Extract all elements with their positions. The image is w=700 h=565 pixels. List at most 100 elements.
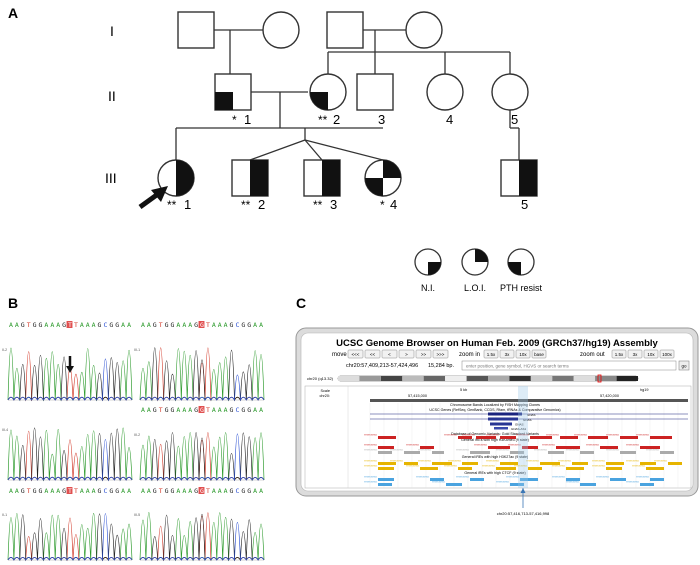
- feature-block[interactable]: [640, 483, 654, 486]
- feature-block[interactable]: [650, 478, 664, 481]
- zoom-in-button[interactable]: [483, 349, 499, 359]
- feature-block[interactable]: [560, 436, 578, 439]
- sequence-base: A: [141, 406, 145, 414]
- feature-block[interactable]: [510, 483, 524, 486]
- individual-ii5-female: [491, 73, 529, 111]
- feature-block[interactable]: [520, 478, 538, 481]
- move-button[interactable]: [364, 349, 381, 359]
- feature-label: EH38E1869845: [482, 466, 495, 468]
- feature-block[interactable]: [458, 436, 472, 439]
- feature-block[interactable]: [540, 462, 560, 465]
- feature-block[interactable]: [430, 478, 444, 481]
- feature-block[interactable]: [510, 451, 524, 454]
- feature-block[interactable]: [404, 451, 420, 454]
- feature-block[interactable]: [488, 446, 510, 449]
- feature-block[interactable]: [500, 436, 516, 439]
- feature-block[interactable]: [620, 436, 638, 439]
- move-button[interactable]: [415, 349, 432, 359]
- feature-block[interactable]: [606, 462, 624, 465]
- feature-block[interactable]: [378, 483, 392, 486]
- feature-block[interactable]: [522, 446, 538, 449]
- move-button[interactable]: [398, 349, 415, 359]
- feature-block[interactable]: [588, 436, 608, 439]
- feature-block[interactable]: [404, 462, 418, 465]
- zoom-in-button[interactable]: [531, 349, 547, 359]
- gene-models[interactable]: GNAS GNAS GNAS GNAS-AS1: [370, 412, 688, 432]
- individual-iii3-male: [303, 159, 341, 197]
- feature-block[interactable]: [432, 451, 444, 454]
- feature-block[interactable]: [610, 478, 626, 481]
- feature-block[interactable]: [580, 483, 596, 486]
- feature-block[interactable]: [646, 467, 664, 470]
- track-title-genes: UCSC Genes (RefSeq, GenBank, CCDS, Rfam,…: [429, 408, 560, 412]
- sequence-base: T: [206, 406, 210, 414]
- go-button[interactable]: [678, 360, 690, 371]
- feature-label: EH38E1869845: [542, 445, 555, 447]
- feature-label: EH38E1869845: [364, 477, 377, 479]
- feature-block[interactable]: [668, 462, 682, 465]
- feature-block[interactable]: [528, 467, 542, 470]
- feature-block[interactable]: [420, 467, 438, 470]
- gene-label-2: GNAS: [523, 418, 532, 422]
- feature-block[interactable]: [378, 467, 394, 470]
- feature-block[interactable]: [650, 436, 672, 439]
- feature-block[interactable]: [496, 467, 516, 470]
- feature-label: EH38E1869845: [636, 477, 649, 479]
- feature-block[interactable]: [572, 462, 588, 465]
- feature-block[interactable]: [378, 436, 396, 439]
- sequence-base: T: [206, 321, 210, 329]
- feature-block[interactable]: [548, 451, 564, 454]
- feature-block[interactable]: [580, 451, 594, 454]
- feature-block[interactable]: [640, 462, 656, 465]
- feature-block[interactable]: [470, 451, 490, 454]
- zoom-out-button[interactable]: [659, 349, 675, 359]
- label-iii5: 5: [521, 197, 528, 212]
- gene-label-3: GNAS: [515, 423, 524, 427]
- ideogram-band: [530, 376, 553, 381]
- ideogram-label: chr20 (q13.32): [307, 376, 334, 381]
- coord-left: 57,415,000: [408, 394, 427, 398]
- move-button[interactable]: [347, 349, 364, 359]
- feature-block[interactable]: [420, 446, 434, 449]
- feature-block[interactable]: [476, 436, 496, 439]
- position-text[interactable]: chr20:57,409,213-57,424,496: [346, 363, 418, 369]
- feature-block[interactable]: [530, 436, 552, 439]
- feature-block[interactable]: [446, 483, 462, 486]
- sequence-base: G: [194, 487, 198, 495]
- feature-block[interactable]: [500, 462, 518, 465]
- feature-block[interactable]: [606, 467, 622, 470]
- sequence-base: A: [259, 487, 263, 495]
- feature-block[interactable]: [462, 462, 478, 465]
- feature-block[interactable]: [378, 446, 394, 449]
- feature-block[interactable]: [432, 462, 452, 465]
- feature-block[interactable]: [566, 478, 580, 481]
- sequence-base: G: [230, 406, 234, 414]
- feature-block[interactable]: [600, 446, 618, 449]
- search-input[interactable]: [461, 360, 677, 371]
- feature-block[interactable]: [470, 478, 484, 481]
- feature-block[interactable]: [660, 451, 674, 454]
- zoom-out-button[interactable]: [611, 349, 627, 359]
- feature-label: EH38E1869845: [364, 466, 377, 468]
- move-button[interactable]: [432, 349, 449, 359]
- move-button[interactable]: [381, 349, 398, 359]
- feature-block[interactable]: [378, 451, 392, 454]
- sequence-base: G: [165, 321, 169, 329]
- sequence-base: A: [50, 487, 54, 495]
- zoom-out-button[interactable]: [627, 349, 643, 359]
- feature-block[interactable]: [620, 451, 636, 454]
- feature-block[interactable]: [556, 446, 580, 449]
- feature-block[interactable]: [378, 478, 394, 481]
- feature-block[interactable]: [378, 462, 396, 465]
- sequence-base: A: [9, 321, 13, 329]
- zoom-out-button[interactable]: [643, 349, 659, 359]
- feature-block[interactable]: [640, 446, 660, 449]
- zoom-in-button[interactable]: [499, 349, 515, 359]
- feature-block[interactable]: [458, 467, 472, 470]
- sequence-base: A: [182, 321, 186, 329]
- zoom-in-button[interactable]: [515, 349, 531, 359]
- feature-label: EH38E1869845: [654, 461, 667, 463]
- chromosome-ideogram[interactable]: [337, 374, 639, 383]
- feature-block[interactable]: [566, 467, 584, 470]
